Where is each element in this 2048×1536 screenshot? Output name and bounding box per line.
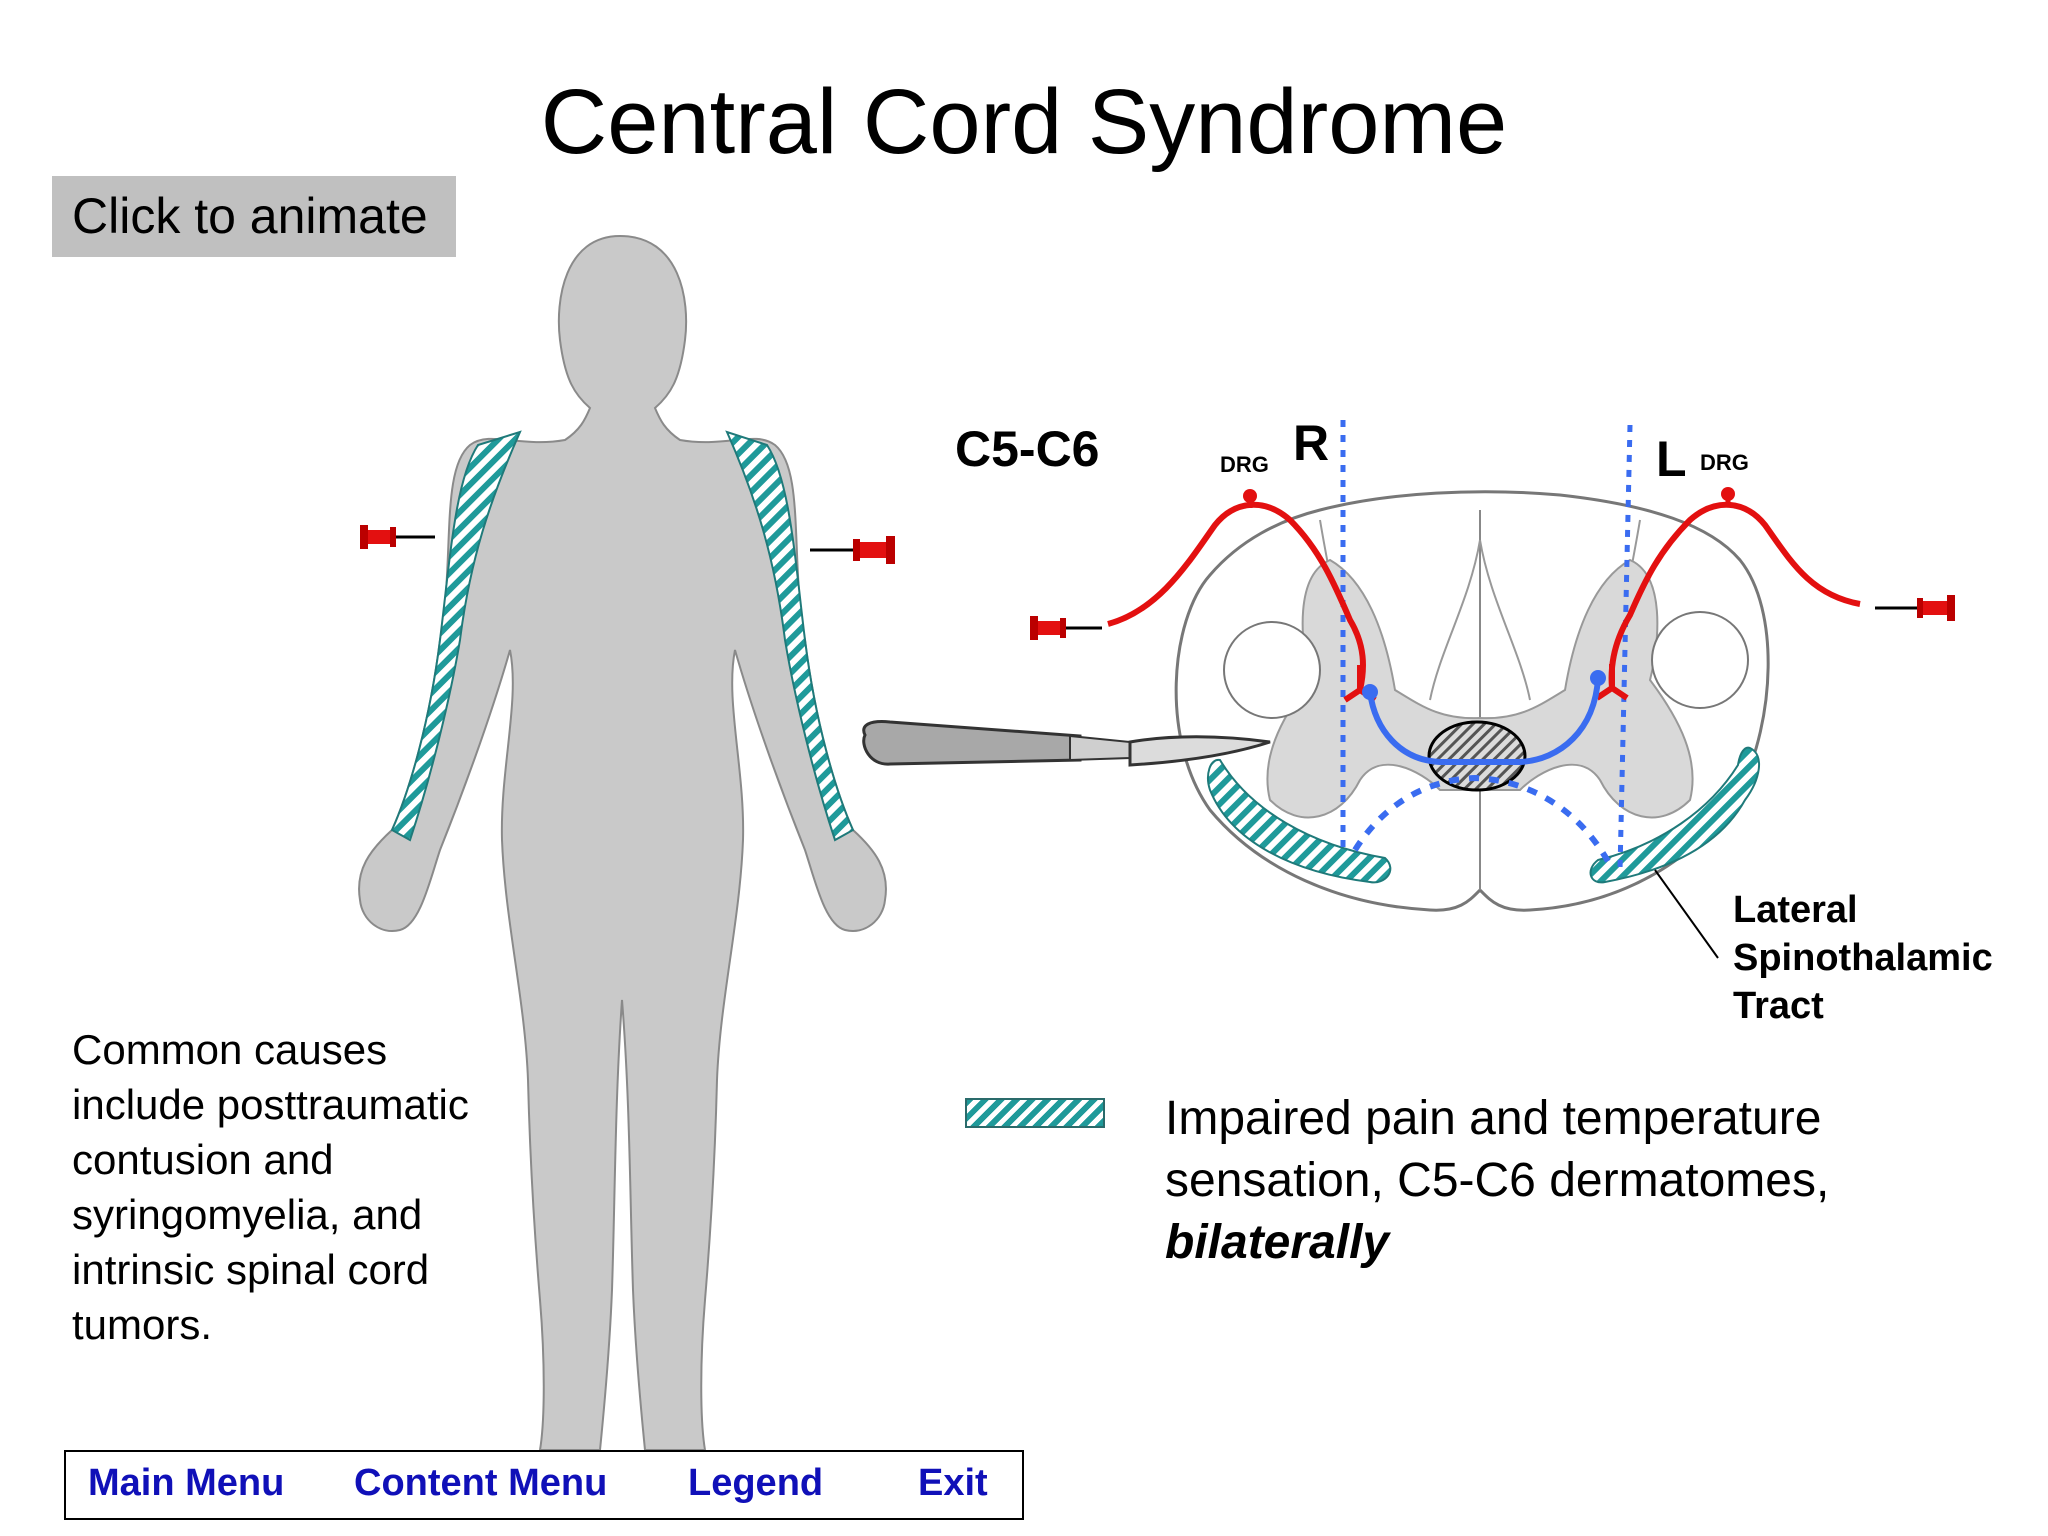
left-arm-hatch	[725, 430, 855, 842]
content-menu-link[interactable]: Content Menu	[354, 1462, 608, 1504]
tract-label-line: Spinothalamic	[1733, 937, 1993, 979]
right-side-label: R	[1293, 415, 1330, 471]
tract-label-line: Tract	[1733, 985, 1824, 1027]
legend-description: Impaired pain and temperature sensation,…	[1165, 1088, 1925, 1274]
tract-label: Lateral Spinothalamic Tract	[1733, 886, 1993, 1030]
navigation-bar: Main Menu Content Menu Legend Exit	[64, 1450, 1024, 1520]
cord-level-label: C5-C6	[955, 421, 1100, 477]
central-lesion	[1427, 720, 1527, 792]
legend-line: Impaired pain and temperature	[1165, 1092, 1822, 1145]
animate-button[interactable]: Click to animate	[52, 176, 456, 257]
sensory-pathway-red	[1107, 501, 1861, 691]
legend-line: sensation, C5-C6 dermatomes,	[1165, 1154, 1830, 1207]
pushpin-icon	[1030, 616, 1102, 640]
left-spinothalamic-tract	[1589, 746, 1761, 884]
legend-emphasis: bilaterally	[1165, 1216, 1390, 1269]
exit-link[interactable]: Exit	[918, 1462, 988, 1504]
main-menu-link[interactable]: Main Menu	[88, 1462, 285, 1504]
right-spinothalamic-tract	[1207, 758, 1392, 884]
scalpel-icon	[862, 720, 1271, 767]
human-body-figure	[358, 234, 887, 1451]
causes-line: include posttraumatic	[72, 1081, 469, 1128]
pushpin-icon	[360, 525, 435, 549]
impaired-hatch-swatch	[965, 1098, 1105, 1128]
causes-line: Common causes	[72, 1026, 388, 1073]
spinothalamic-pathway-blue	[1367, 677, 1601, 765]
causes-line: contusion and	[72, 1136, 334, 1183]
pushpin-icon	[810, 536, 895, 564]
page-title: Central Cord Syndrome	[540, 71, 1508, 173]
drg-label-right: DRG	[1220, 452, 1269, 477]
causes-line: intrinsic spinal cord	[72, 1246, 430, 1293]
pushpin-icon	[1875, 595, 1955, 621]
legend-link[interactable]: Legend	[688, 1462, 824, 1504]
causes-line: syringomyelia, and	[72, 1191, 423, 1238]
spinal-cord-cross-section	[1174, 490, 1770, 959]
drg-label-left: DRG	[1700, 450, 1749, 475]
right-arm-hatch	[390, 430, 522, 842]
causes-line: tumors.	[72, 1301, 213, 1348]
tract-label-line: Lateral	[1733, 889, 1858, 931]
left-side-label: L	[1656, 431, 1687, 487]
causes-text: Common causes include posttraumatic cont…	[72, 1022, 532, 1352]
